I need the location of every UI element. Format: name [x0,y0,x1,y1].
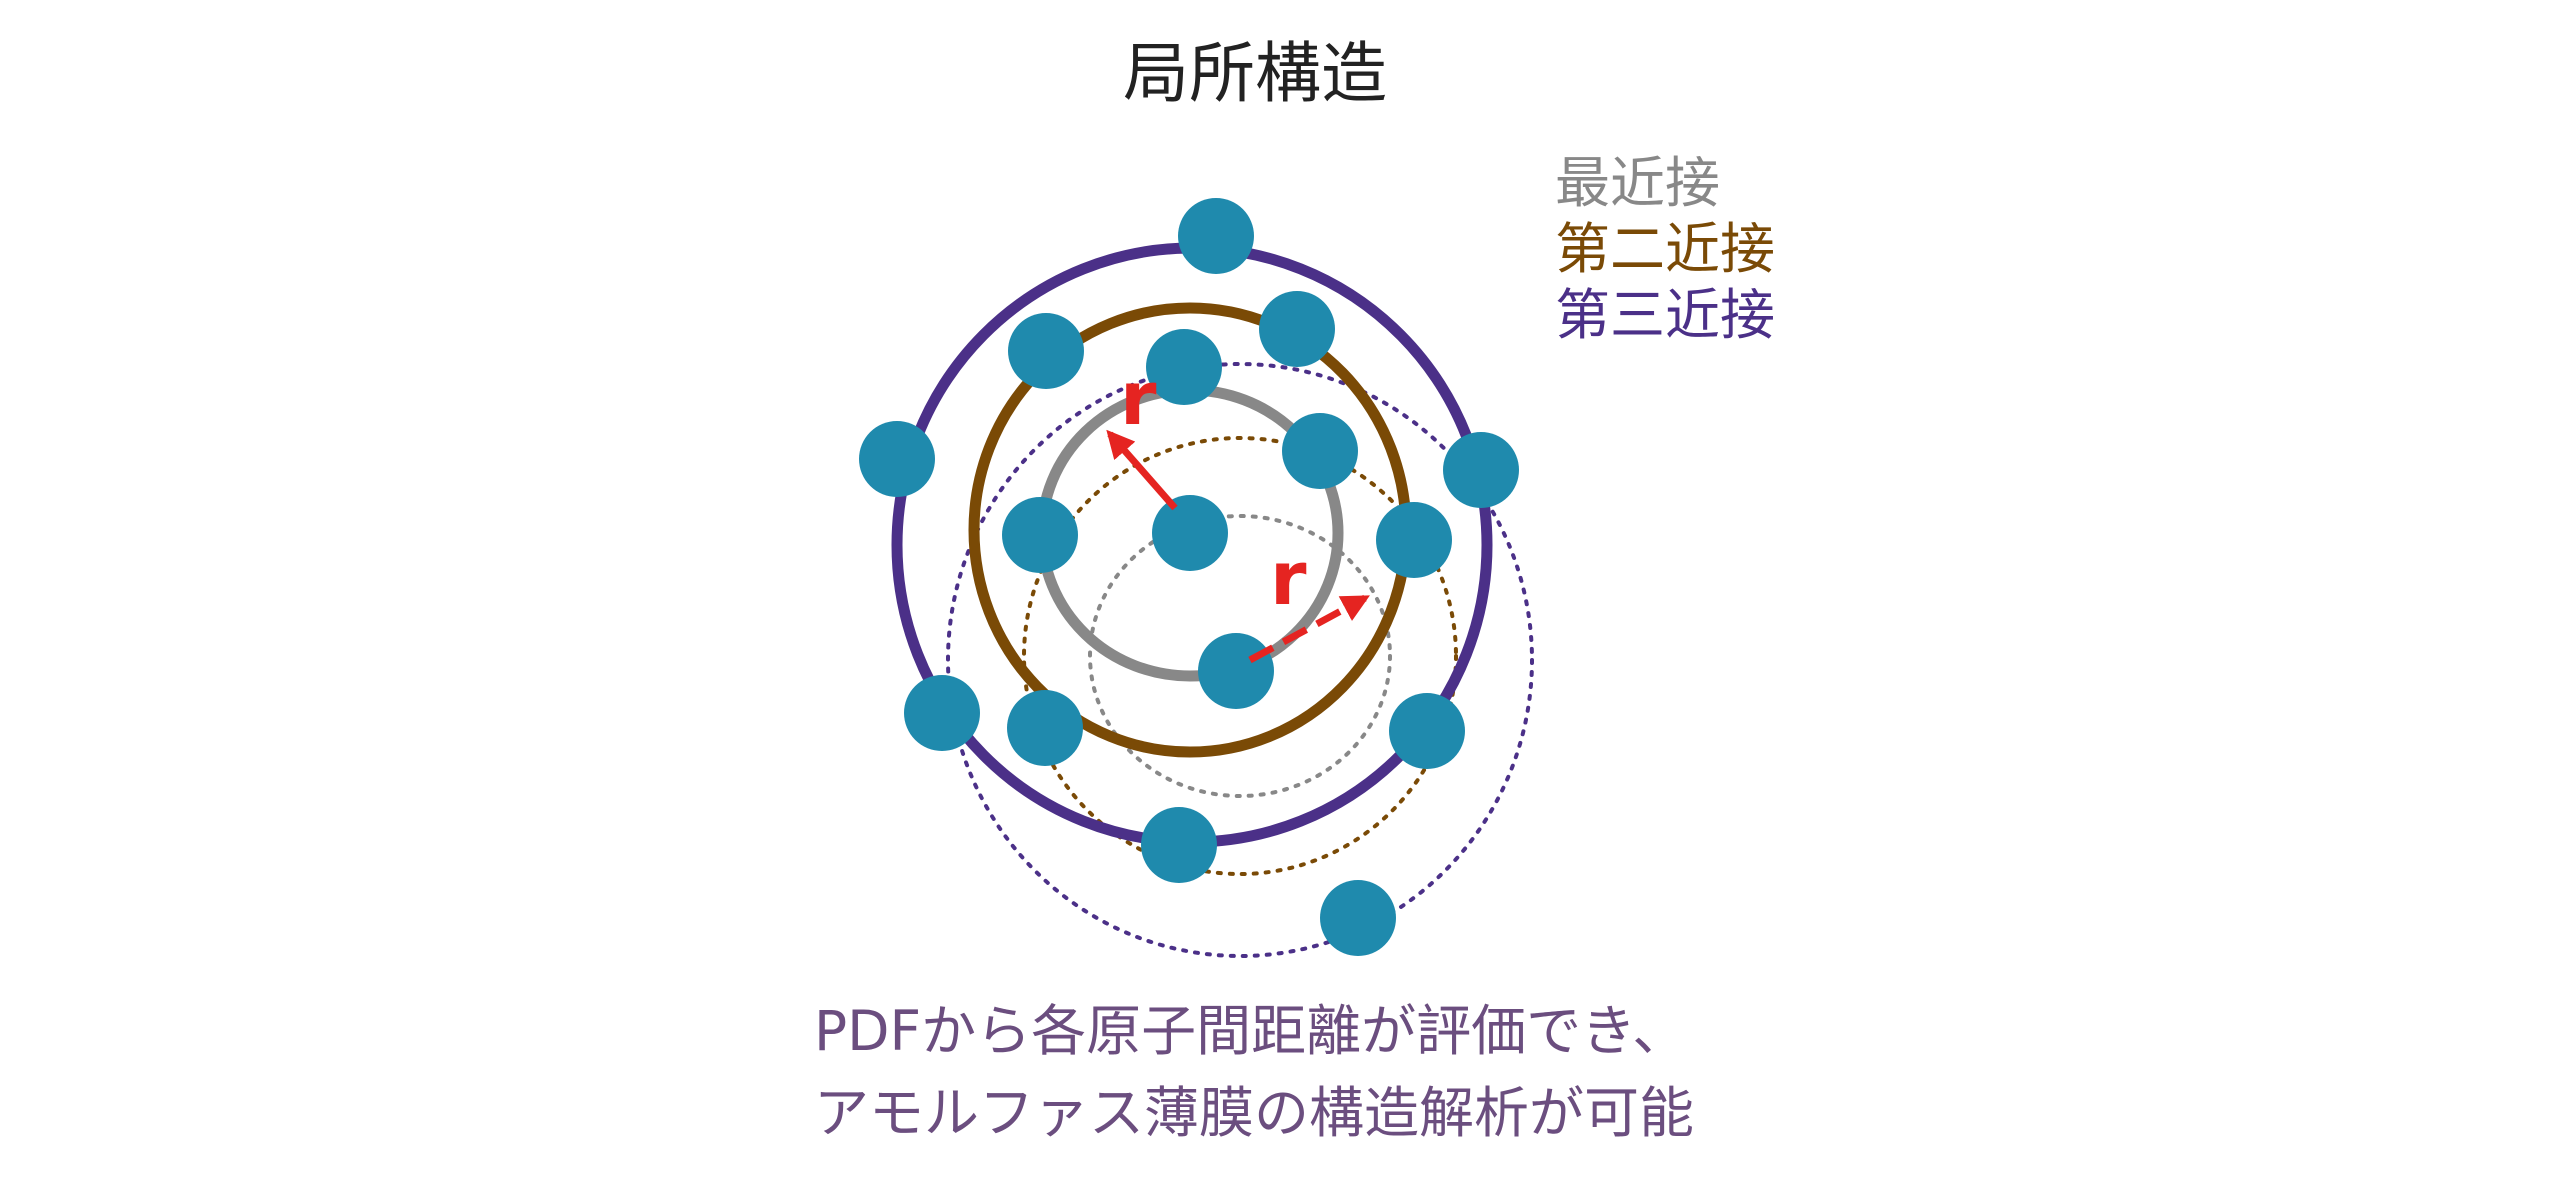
atom-circle [1002,497,1078,573]
caption-line-1: PDFから各原子間距離が評価でき、 [814,999,1688,1063]
central-atom [1152,495,1228,571]
atom-circle [1146,329,1222,405]
atom-circle [1178,198,1254,274]
atoms [859,198,1519,956]
page-title: 局所構造 [1123,35,1387,112]
caption: PDFから各原子間距離が評価でき、 アモルファス薄膜の構造解析が可能 [814,990,1694,1154]
atom-circle [1389,693,1465,769]
radius-arrow-offset [1248,594,1370,664]
atom-circle [1141,807,1217,883]
dotted-third-shell [946,362,1534,958]
atom-circle [859,421,935,497]
atom-circle [1198,633,1274,709]
atom-circle [1443,432,1519,508]
legend: 最近接 第二近接 第三近接 [1555,150,1775,348]
radius-label-1: r [1120,356,1157,442]
legend-third-neighbor: 第三近接 [1555,283,1776,347]
atom-circle [1282,413,1358,489]
radius-label-2: r [1270,536,1307,622]
atom-circle [1320,880,1396,956]
dotted-second-shell [1022,436,1458,876]
atom-circle [904,675,980,751]
legend-second-neighbor: 第二近接 [1555,217,1776,281]
dotted-first-shell [1088,514,1392,798]
atom-circle [1259,291,1335,367]
caption-line-2: アモルファス薄膜の構造解析が可能 [814,1081,1695,1145]
atom-circle [1376,502,1452,578]
legend-first-neighbor: 最近接 [1555,151,1721,215]
atom-circle [1007,690,1083,766]
radius-arrow-central [1106,429,1178,511]
atom-circle [1008,313,1084,389]
